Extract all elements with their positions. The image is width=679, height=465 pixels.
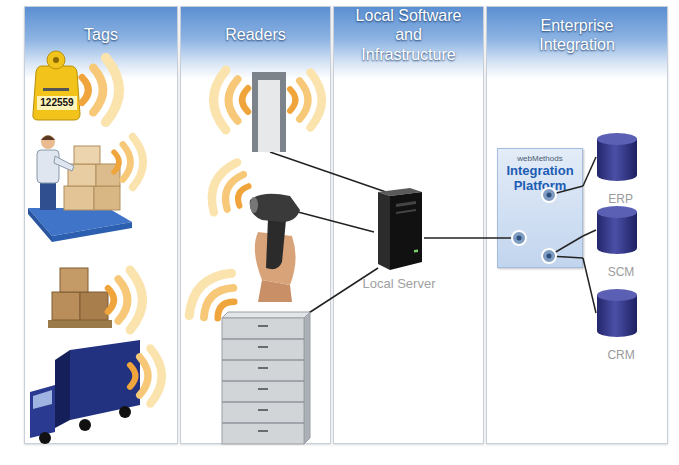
platform-text: webMethods xyxy=(498,154,582,163)
database-body xyxy=(597,212,637,254)
column-header-band: Tags xyxy=(25,7,177,79)
database-body xyxy=(597,139,637,181)
integration-platform-box: webMethodsIntegration Platform xyxy=(497,148,583,268)
server-tower-part xyxy=(396,201,416,207)
column-heading: Readers xyxy=(225,25,285,44)
column-panel: Readers xyxy=(180,6,331,444)
column-header-band: Enterprise Integration xyxy=(487,7,667,79)
column-panel: Local Software and InfrastructureLocal S… xyxy=(333,6,484,444)
database-cylinder: SCM xyxy=(596,205,638,255)
database-shape xyxy=(596,132,638,182)
server-tower-part xyxy=(414,250,418,253)
column-panel: Tags xyxy=(24,6,178,444)
server-label: Local Server xyxy=(363,276,436,291)
column-heading: Enterprise Integration xyxy=(515,16,639,54)
column-heading: Local Software and Infrastructure xyxy=(347,6,471,64)
database-cylinder: CRM xyxy=(596,288,638,338)
database-body xyxy=(597,295,637,337)
database-cylinder: ERP xyxy=(596,132,638,182)
database-top xyxy=(597,133,637,145)
server-tower-part xyxy=(390,192,422,270)
platform-text: Integration Platform xyxy=(498,164,582,194)
server-tower xyxy=(374,186,424,272)
database-top xyxy=(597,206,637,218)
database-label: CRM xyxy=(607,348,634,362)
column-heading: Tags xyxy=(84,25,118,44)
column-header-band: Local Software and Infrastructure xyxy=(334,7,483,79)
database-label: SCM xyxy=(608,265,635,279)
server-tower-part xyxy=(378,192,390,270)
server-tower-part xyxy=(396,209,416,214)
column-header-band: Readers xyxy=(181,7,330,79)
database-top xyxy=(597,289,637,301)
server-node: Local Server xyxy=(374,186,424,272)
database-shape xyxy=(596,205,638,255)
column-panel: Enterprise Integration webMethodsIntegrat… xyxy=(486,6,668,444)
database-label: ERP xyxy=(608,192,633,206)
database-shape xyxy=(596,288,638,338)
